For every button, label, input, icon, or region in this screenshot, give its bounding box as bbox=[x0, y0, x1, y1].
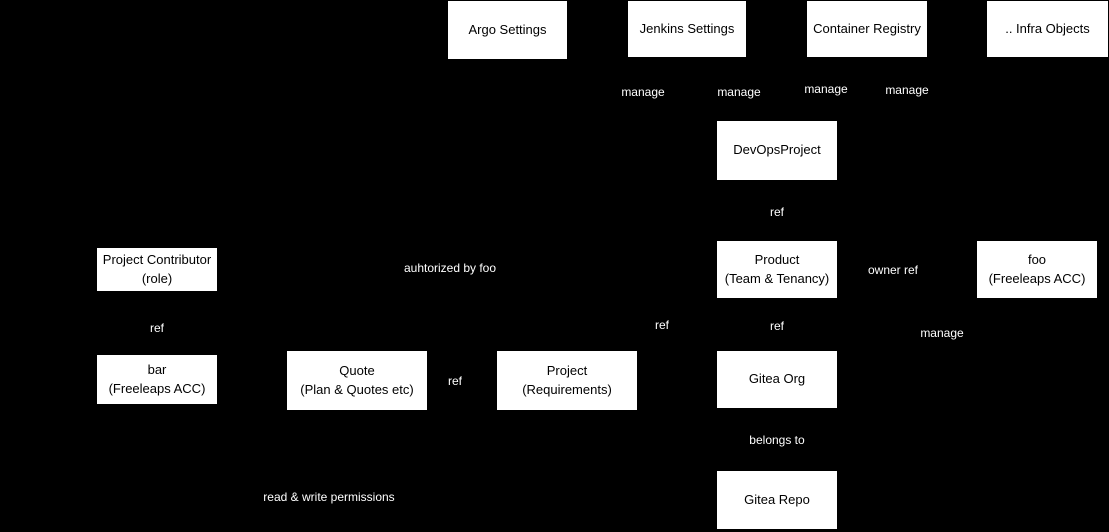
node-label: Product bbox=[754, 252, 800, 268]
node-infra-objects: .. Infra Objects bbox=[987, 1, 1108, 57]
node-label: (role) bbox=[141, 270, 173, 286]
node-foo-freeleaps-acc: foo (Freeleaps ACC) bbox=[977, 241, 1097, 298]
node-label: (Team & Tenancy) bbox=[724, 270, 830, 286]
edge-label-ref-product-gitea-org: ref bbox=[766, 317, 788, 335]
edge-label-manage-registry: manage bbox=[801, 80, 851, 98]
node-quote-plan-quotes: Quote (Plan & Quotes etc) bbox=[287, 351, 427, 410]
node-jenkins-settings: Jenkins Settings bbox=[628, 1, 746, 57]
node-project-requirements: Project (Requirements) bbox=[497, 351, 637, 410]
edge-label-manage-right: manage bbox=[917, 324, 967, 342]
node-label: DevOpsProject bbox=[733, 142, 821, 158]
node-label: Project Contributor bbox=[102, 252, 212, 268]
node-gitea-repo: Gitea Repo bbox=[717, 471, 837, 529]
node-label: Jenkins Settings bbox=[639, 20, 735, 36]
edge-label-manage-infra: manage bbox=[882, 81, 932, 99]
node-gitea-org: Gitea Org bbox=[717, 351, 837, 408]
edge-label-ref-quote-project: ref bbox=[444, 372, 466, 390]
node-label: (Requirements) bbox=[522, 381, 612, 397]
node-product-team-tenancy: Product (Team & Tenancy) bbox=[717, 241, 837, 298]
node-label: .. Infra Objects bbox=[1005, 20, 1090, 36]
node-project-contributor-role: Project Contributor (role) bbox=[97, 248, 217, 291]
edge-label-manage-argo: manage bbox=[618, 83, 668, 101]
node-label: Container Registry bbox=[813, 20, 921, 36]
edge-label-owner-ref: owner ref bbox=[864, 261, 922, 279]
edge-label-ref-project-product: ref bbox=[651, 316, 673, 334]
node-label: (Freeleaps ACC) bbox=[108, 380, 206, 396]
node-label: Project bbox=[546, 363, 588, 379]
node-label: foo bbox=[1027, 252, 1047, 268]
edge-label-belongs-to: belongs to bbox=[746, 431, 808, 449]
node-label: Argo Settings bbox=[468, 21, 547, 37]
edge-label-authorized-by-foo: auhtorized by foo bbox=[400, 259, 500, 277]
edge-label-ref-contributor-bar: ref bbox=[146, 319, 168, 337]
node-label: Quote bbox=[339, 363, 375, 379]
node-container-registry: Container Registry bbox=[807, 1, 927, 57]
node-label: (Plan & Quotes etc) bbox=[300, 381, 414, 397]
edge-label-ref-devops-product: ref bbox=[766, 203, 788, 221]
node-bar-freeleaps-acc: bar (Freeleaps ACC) bbox=[97, 355, 217, 404]
edge-label-manage-jenkins: manage bbox=[714, 83, 764, 101]
edge-label-read-write-permissions: read & write permissions bbox=[260, 488, 398, 506]
node-label: bar bbox=[147, 362, 167, 378]
node-label: (Freeleaps ACC) bbox=[988, 270, 1086, 286]
node-argo-settings: Argo Settings bbox=[448, 1, 567, 59]
node-label: Gitea Org bbox=[748, 371, 806, 387]
node-label: Gitea Repo bbox=[744, 491, 810, 507]
node-devops-project: DevOpsProject bbox=[717, 121, 837, 180]
